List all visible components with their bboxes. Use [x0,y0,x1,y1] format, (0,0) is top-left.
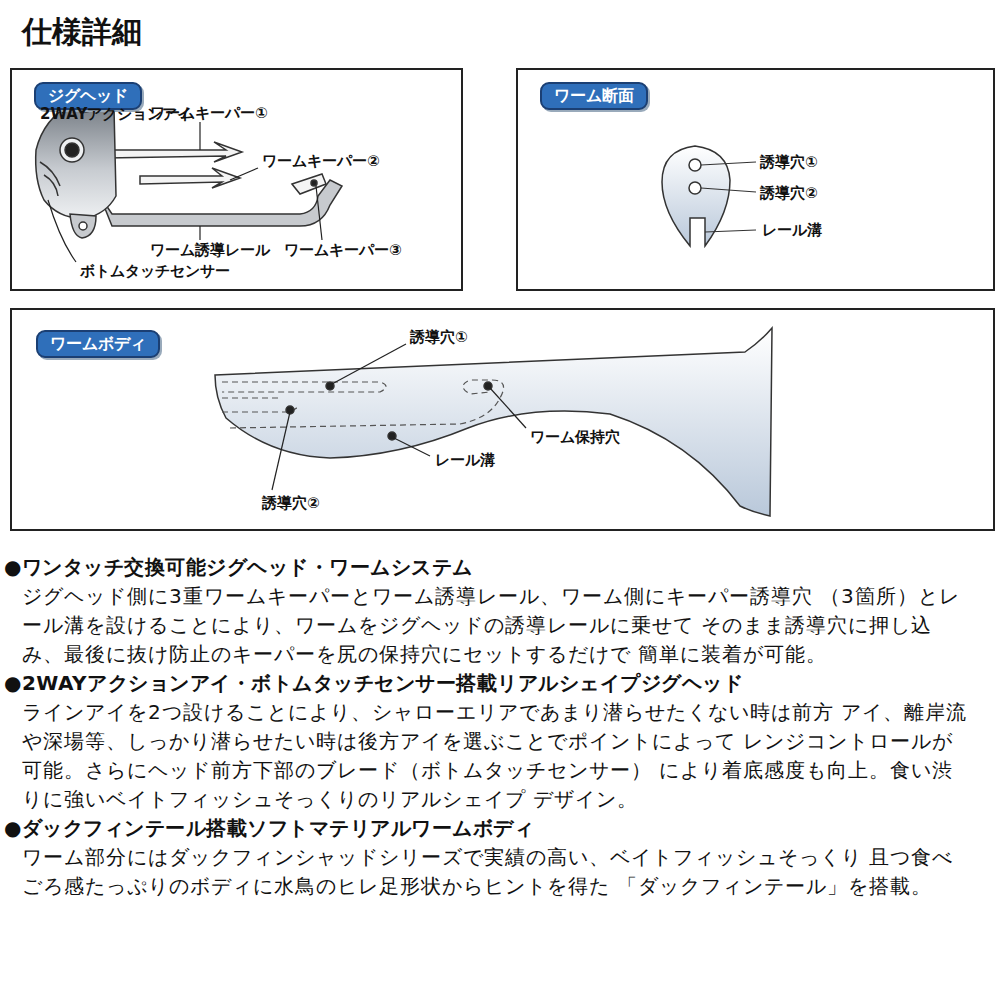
callout-label: レール溝 [762,221,822,239]
leader-lines [272,344,526,490]
callout-label: 誘導穴① [760,153,818,171]
feature-body: ジグヘッド側に3重ワームキーパーとワーム誘導レール、ワーム側にキーパー誘導穴 （… [22,582,972,669]
callout-label: 誘導穴① [410,328,468,346]
panel-box: ワーム断面 [516,68,995,291]
worm-body-drawing [215,328,772,516]
callout-label: ワーム誘導レール [150,241,270,259]
callout-label: 誘導穴② [262,494,320,512]
feature-body: ワーム部分にはダックフィンシャッドシリーズで実績の高い、ベイトフィッシュそっくり… [22,843,972,901]
page-title: 仕様詳細 [22,12,142,52]
spec-text: ●ワンタッチ交換可能ジグヘッド・ワームシステムジグヘッド側に3重ワームキーパーと… [4,553,994,901]
feature-heading: ●ダックフィンテール搭載ソフトマテリアルワームボディ [4,814,994,843]
panel-box: ワームボディ [10,308,995,531]
feature-heading: ●ワンタッチ交換可能ジグヘッド・ワームシステム [4,553,994,582]
callout-label: ワームキーパー① [150,104,268,122]
callout-label: ワームキーパー③ [284,241,402,259]
feature-heading: ●2WAYアクションアイ・ボトムタッチセンサー搭載リアルシェイプジグヘッド [4,669,994,698]
panel-tab: ワームボディ [36,330,160,358]
callout-label: レール溝 [435,451,495,469]
panel-tab: ワーム断面 [540,82,648,110]
callout-label: 誘導穴② [760,184,818,202]
worm-section-drawing [662,146,756,246]
callout-label: ワームキーパー② [262,152,380,170]
leader-lines [48,104,322,262]
callout-label: ワーム保持穴 [530,428,620,446]
feature-body: ラインアイを2つ設けることにより、シャローエリアであまり潜らせたくない時は前方 … [22,698,972,814]
callout-label: ボトムタッチセンサー [80,262,230,280]
